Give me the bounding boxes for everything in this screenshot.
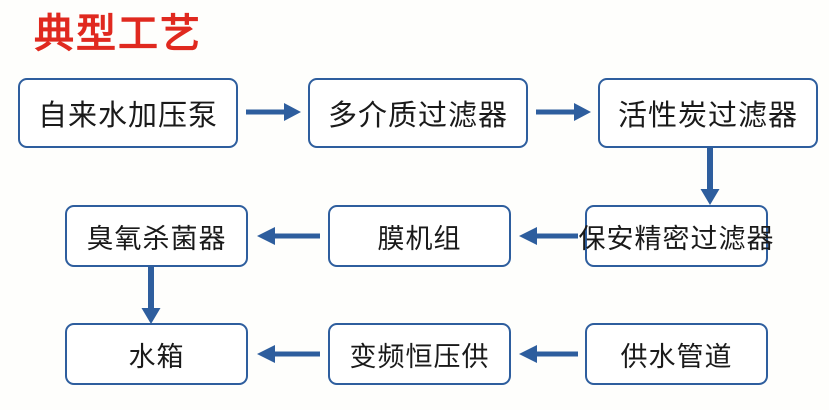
- node-label: 水箱: [128, 341, 185, 372]
- arrow-left-icon: [518, 224, 578, 248]
- node-tap-water-booster-pump[interactable]: 自来水加压泵: [18, 78, 238, 148]
- node-label: 臭氧杀菌器: [86, 223, 227, 254]
- node-membrane-unit[interactable]: 膜机组: [328, 205, 511, 267]
- node-water-supply-pipeline[interactable]: 供水管道: [585, 323, 768, 385]
- node-label: 自来水加压泵: [37, 100, 218, 132]
- node-label: 多介质过滤器: [327, 100, 508, 132]
- arrow-left-icon: [256, 224, 320, 248]
- node-vfd-constant-pressure-supply[interactable]: 变频恒压供: [328, 323, 511, 385]
- node-water-tank[interactable]: 水箱: [65, 323, 248, 385]
- node-label: 保安精密过滤器: [578, 223, 775, 254]
- arrow-right-icon: [246, 100, 302, 124]
- arrow-left-icon: [518, 342, 578, 366]
- arrow-down-icon: [697, 148, 723, 206]
- node-activated-carbon-filter[interactable]: 活性炭过滤器: [598, 78, 818, 148]
- node-label: 膜机组: [377, 223, 462, 254]
- arrow-right-icon: [536, 100, 592, 124]
- page-title: 典型工艺: [34, 12, 202, 56]
- node-label: 变频恒压供: [349, 341, 490, 372]
- node-label: 活性炭过滤器: [617, 100, 798, 132]
- node-label: 供水管道: [620, 341, 733, 372]
- node-multi-media-filter[interactable]: 多介质过滤器: [308, 78, 528, 148]
- node-ozone-sterilizer[interactable]: 臭氧杀菌器: [65, 205, 248, 267]
- arrow-down-icon: [138, 267, 164, 325]
- node-security-precision-filter[interactable]: 保安精密过滤器: [579, 205, 774, 267]
- arrow-left-icon: [256, 342, 320, 366]
